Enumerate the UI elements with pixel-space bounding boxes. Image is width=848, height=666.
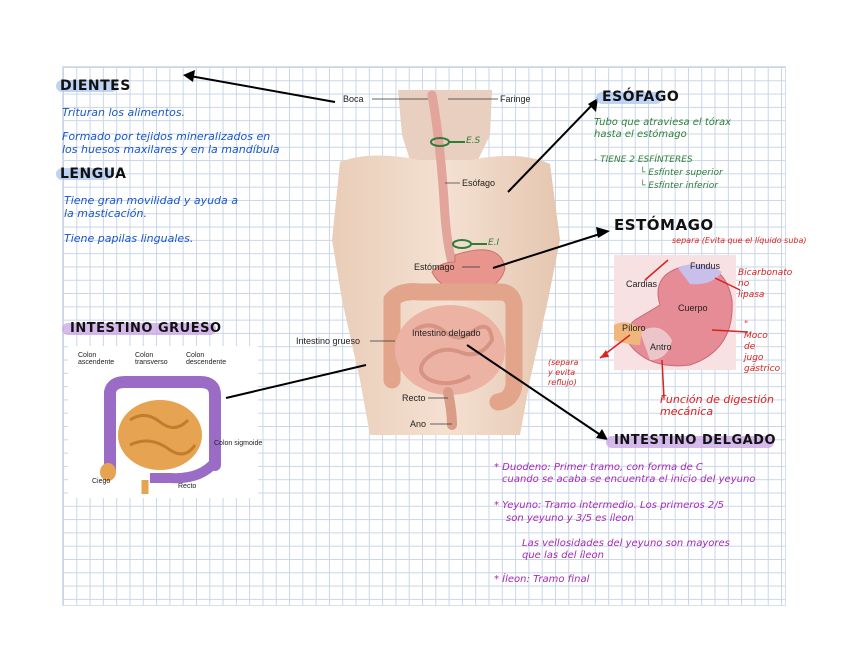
intestino-grueso-title: INTESTINO GRUESO <box>70 321 222 336</box>
label-colon-descendente: Colon descendente <box>186 352 227 366</box>
note-funcion: Función de digestión mecánica <box>660 393 774 418</box>
dientes-highlight <box>56 80 118 92</box>
estomago-title: ESTÓMAGO <box>614 216 714 234</box>
lengua-title: LENGUA <box>60 166 127 182</box>
delgado-item-5: Las vellosidades del yeyuno son mayores <box>522 538 730 549</box>
label-faringe: Faringe <box>500 94 531 104</box>
dientes-line-1: Trituran los alimentos. <box>62 106 186 119</box>
delgado-item-3: * Yeyuno: Tramo intermedio. Los primeros… <box>494 500 724 511</box>
label-recto: Recto <box>402 393 426 403</box>
label-boca: Boca <box>343 94 364 104</box>
label-colon-sigmoide: Colon sigmoide <box>214 440 263 447</box>
label-intestino-grueso: Intestino grueso <box>296 336 361 346</box>
label-fundus: Fundus <box>690 261 721 271</box>
intestino-delgado-title: INTESTINO DELGADO <box>614 433 777 448</box>
esofago-line-3: - TIENE 2 ESFÍNTERES <box>594 155 693 165</box>
dientes-line-2: Formado por tejidos mineralizados en <box>62 130 271 143</box>
esofago-line-2: hasta el estómago <box>594 129 687 140</box>
note-separa-reflujo: (separa y evita reflujo) <box>548 358 579 387</box>
label-estomago: Estómago <box>414 262 455 272</box>
intestino-grueso-highlight <box>62 323 216 335</box>
esofago-highlight <box>596 92 662 104</box>
esofago-line-1: Tubo que atraviesa el tórax <box>594 117 732 128</box>
label-colon-recto: Recto <box>178 483 197 490</box>
es-mark: E.S <box>466 136 481 146</box>
label-piloro: Píloro <box>622 323 646 333</box>
delgado-item-7: * Íleon: Tramo final <box>494 574 590 585</box>
label-ciego: Ciego <box>92 478 111 485</box>
delgado-item-2: cuando se acaba se encuentra el inicio d… <box>502 474 756 485</box>
note-bicarbonato: Bicarbonato no lipasa <box>738 268 793 300</box>
dientes-line-3: los huesos maxilares y en la mandíbula <box>62 143 280 156</box>
label-esofago: Esófago <box>462 178 496 188</box>
dientes-title: DIENTES <box>60 78 131 94</box>
esofago-line-5: └ Esfínter inferior <box>640 181 718 191</box>
lengua-line-3: Tiene papilas linguales. <box>64 232 194 245</box>
delgado-item-1: * Duodeno: Primer tramo, con forma de C <box>494 462 703 473</box>
label-ano: Ano <box>410 419 427 429</box>
esofago-title: ESÓFAGO <box>602 89 680 105</box>
delgado-item-6: que las del íleon <box>522 550 604 561</box>
lengua-highlight <box>56 168 112 180</box>
lengua-line-2: la masticación. <box>64 207 147 220</box>
label-cuerpo: Cuerpo <box>678 303 708 313</box>
label-colon-ascendente: Colon ascendente <box>78 352 115 366</box>
ei-mark: E.I <box>488 238 500 248</box>
note-separa: separa (Evita que el líquido suba) <box>672 236 807 245</box>
label-colon-transverso: Colon transverso <box>135 352 168 366</box>
intestino-delgado-highlight <box>606 436 774 448</box>
lengua-line-1: Tiene gran movilidad y ayuda a <box>64 194 239 207</box>
esofago-line-4: └ Esfínter superior <box>640 168 723 178</box>
label-intestino-delgado: Intestino delgado <box>412 328 481 338</box>
label-cardias: Cardias <box>626 279 658 289</box>
delgado-item-4: son yeyuno y 3/5 es íleon <box>506 513 634 524</box>
label-antro: Antro <box>650 342 672 352</box>
note-moco: " Moco de jugo gástrico <box>744 320 781 374</box>
